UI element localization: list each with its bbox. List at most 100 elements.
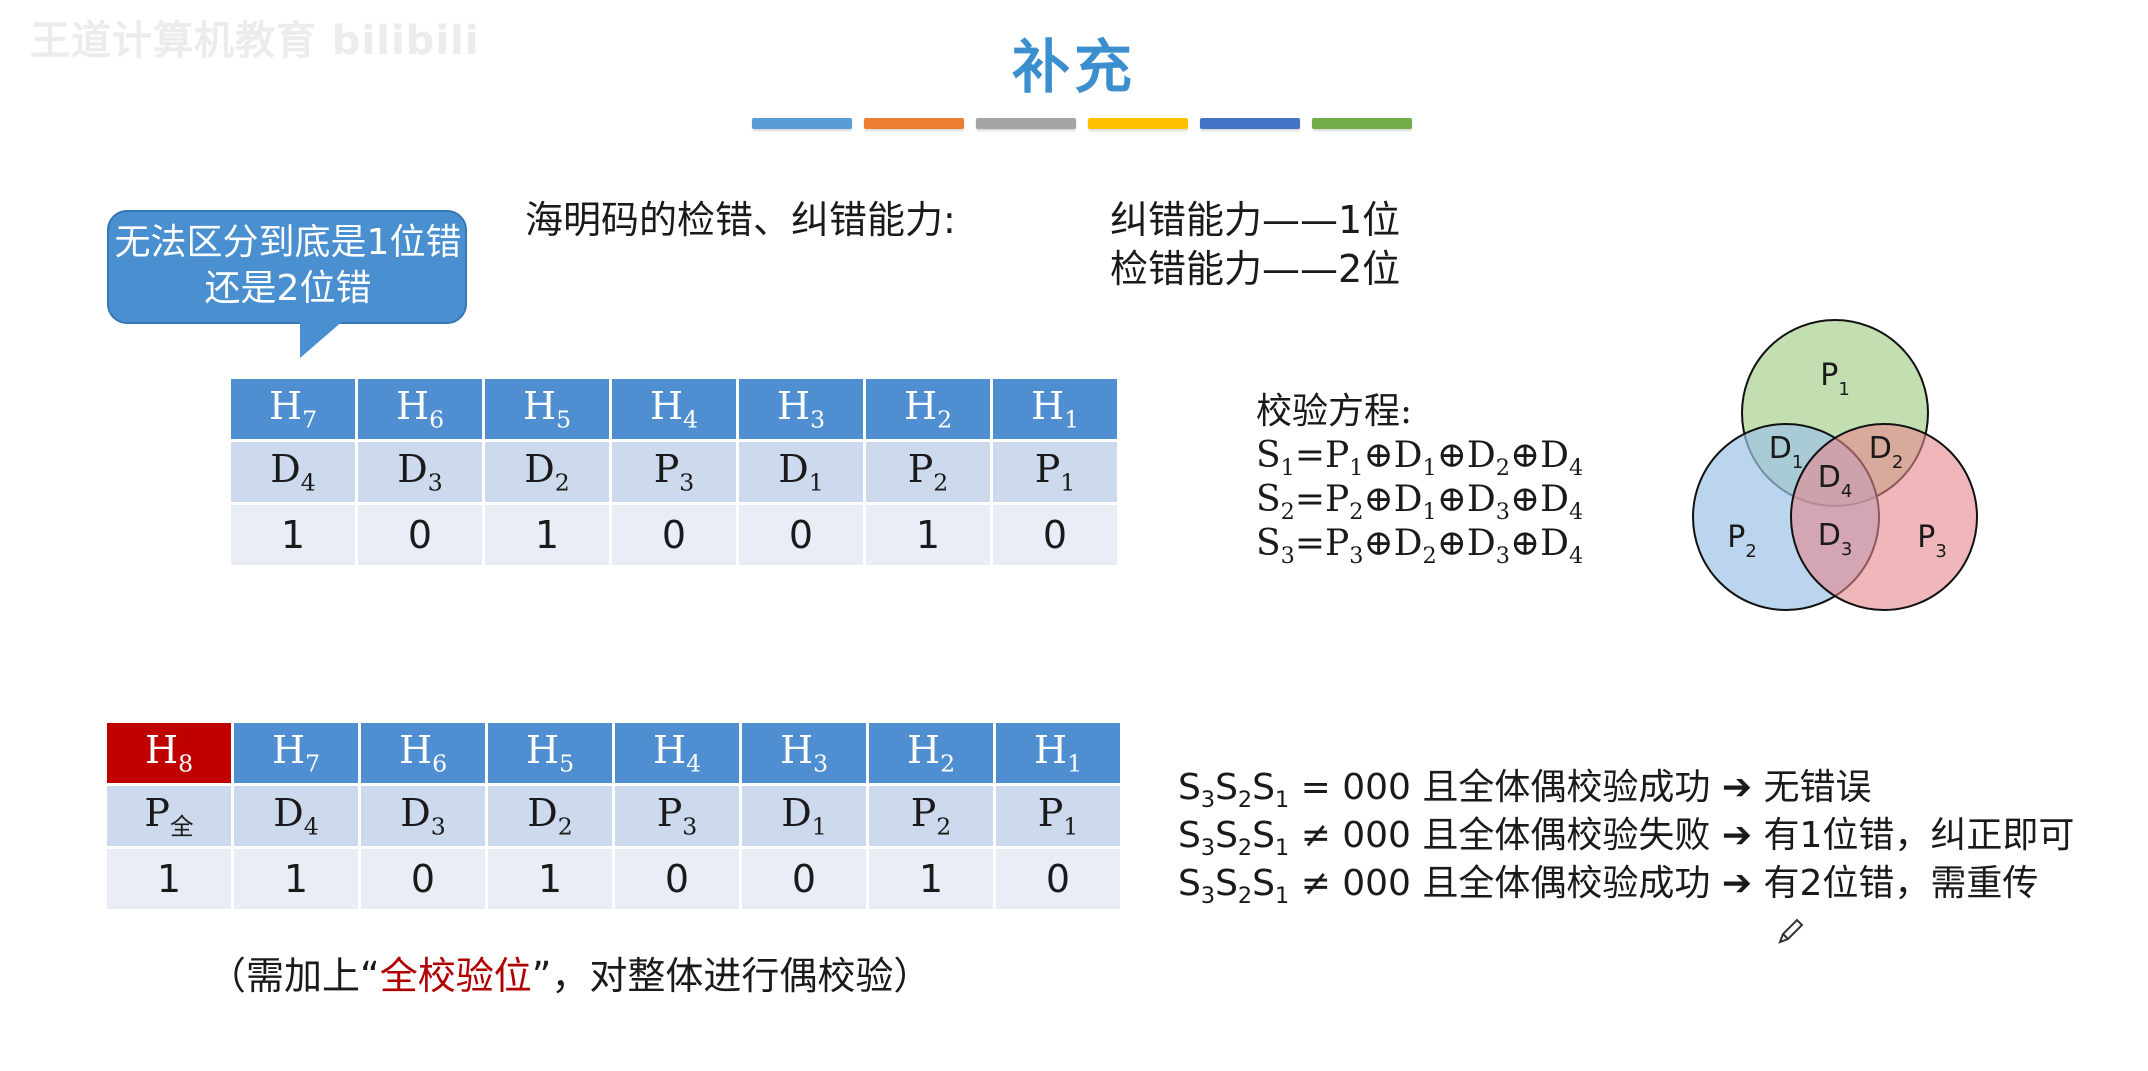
table-cell: H6 xyxy=(361,723,485,783)
eq-subscript: 4 xyxy=(1569,543,1584,570)
eq-subscript: 1 xyxy=(1349,455,1364,482)
pencil-icon[interactable] xyxy=(1776,916,1806,946)
eq-subscript: 3 xyxy=(1280,543,1295,570)
venn-label-d1: D1 xyxy=(1769,431,1804,473)
note-prefix: （需加上“ xyxy=(208,954,380,998)
cell-subscript: 2 xyxy=(940,749,956,778)
cell-symbol: D xyxy=(270,447,301,492)
cell-symbol: P xyxy=(1034,447,1061,492)
color-bar xyxy=(752,118,852,129)
eq-symbol: D xyxy=(1540,479,1570,520)
table-cell: H1 xyxy=(993,379,1117,439)
venn-diagram: P1 P2 P3 D1 D2 D4 D3 xyxy=(1692,319,1978,611)
cell-symbol: H xyxy=(271,728,306,773)
cell-subscript: 1 xyxy=(1063,812,1079,841)
table-cell: P1 xyxy=(996,786,1120,846)
cell-subscript: 7 xyxy=(305,749,321,778)
cell-symbol: D xyxy=(781,791,812,836)
table-cell: 0 xyxy=(361,849,485,909)
eq-subscript: 3 xyxy=(1349,543,1364,570)
venn-label-d3: D3 xyxy=(1818,518,1853,560)
table-cell: P2 xyxy=(869,786,993,846)
table-cell: H4 xyxy=(615,723,739,783)
cell-symbol: H xyxy=(525,728,560,773)
cell-symbol: P xyxy=(1037,791,1064,836)
venn-label-p3: P3 xyxy=(1917,520,1947,562)
color-bar xyxy=(976,118,1076,129)
table-cell: H7 xyxy=(234,723,358,783)
cell-subscript: 4 xyxy=(303,812,319,841)
table-cell: H1 xyxy=(996,723,1120,783)
rule-operator: ≠ 000 xyxy=(1300,815,1411,856)
cell-subscript: 2 xyxy=(554,468,570,497)
callout-bubble xyxy=(107,210,467,324)
cell-subscript: 1 xyxy=(811,812,827,841)
check-equation-2: S2=P2⊕D1⊕D3⊕D4 xyxy=(1256,479,1584,526)
table-cell: 1 xyxy=(488,849,612,909)
cell-subscript: 3 xyxy=(813,749,829,778)
table-cell: 1 xyxy=(107,849,231,909)
cell-symbol: D xyxy=(527,791,558,836)
eq-symbol: D xyxy=(1540,435,1570,476)
cell-symbol: P xyxy=(144,790,170,835)
eq-subscript: 1 xyxy=(1422,455,1437,482)
check-equation-1: S1=P1⊕D1⊕D2⊕D4 xyxy=(1256,435,1584,482)
venn-circle-p3 xyxy=(1790,423,1978,611)
rule-result: 有2位错，需重传 xyxy=(1763,863,2039,904)
table-cell: 1 xyxy=(866,505,990,565)
slide-title: 补充 xyxy=(1011,33,1136,101)
cell-subscript: 3 xyxy=(810,405,826,434)
cell-subscript: 3 xyxy=(682,812,698,841)
rule-condition: 且全体偶校验失败 xyxy=(1422,815,1711,856)
eq-symbol: D xyxy=(1466,523,1496,564)
color-bar xyxy=(1312,118,1412,129)
table-cell: 0 xyxy=(612,505,736,565)
cell-symbol: D xyxy=(524,447,555,492)
check-equation-3: S3=P3⊕D2⊕D3⊕D4 xyxy=(1256,523,1584,570)
table-cell: D1 xyxy=(742,786,866,846)
rule-condition: 且全体偶校验成功 xyxy=(1422,863,1711,904)
table-cell: 0 xyxy=(996,849,1120,909)
eq-subscript: 2 xyxy=(1349,499,1364,526)
cell-subscript: 2 xyxy=(557,812,573,841)
table-cell: D3 xyxy=(361,786,485,846)
table-cell: 0 xyxy=(742,849,866,909)
eq-subscript: 4 xyxy=(1569,455,1584,482)
cell-subscript: 5 xyxy=(556,405,572,434)
table-cell: H2 xyxy=(869,723,993,783)
table-cell: H6 xyxy=(358,379,482,439)
cell-symbol: H xyxy=(779,728,814,773)
arrow-icon: ➔ xyxy=(1721,767,1753,808)
table-cell: P3 xyxy=(612,442,736,502)
table-cell: 0 xyxy=(358,505,482,565)
note-highlight: 全校验位 xyxy=(379,954,532,998)
detect-capability: 检错能力——2位 xyxy=(1110,247,1401,291)
cell-symbol: P xyxy=(907,447,934,492)
cell-symbol: D xyxy=(273,791,304,836)
cell-symbol: P xyxy=(910,791,937,836)
table-cell: H7 xyxy=(231,379,355,439)
table-cell: D2 xyxy=(488,786,612,846)
cell-symbol: D xyxy=(397,447,428,492)
eq-symbol: P xyxy=(1325,479,1350,520)
color-bar xyxy=(864,118,964,129)
table-cell: D4 xyxy=(234,786,358,846)
cell-subscript: 8 xyxy=(178,749,194,778)
cell-subscript: 3 xyxy=(430,812,446,841)
table-cell: 0 xyxy=(615,849,739,909)
eq-subscript: 2 xyxy=(1495,455,1510,482)
callout-text: 无法区分到底是1位错还是2位错 xyxy=(114,222,462,309)
cell-subscript: 2 xyxy=(933,468,949,497)
cell-symbol: D xyxy=(778,447,809,492)
table-cell: H4 xyxy=(612,379,736,439)
arrow-icon: ➔ xyxy=(1721,863,1753,904)
table-cell: 1 xyxy=(869,849,993,909)
cell-subscript: 7 xyxy=(302,405,318,434)
table-cell: P3 xyxy=(615,786,739,846)
cell-subscript: 4 xyxy=(683,405,699,434)
rule-operator: = 000 xyxy=(1300,767,1411,808)
cell-symbol: H xyxy=(776,384,811,429)
